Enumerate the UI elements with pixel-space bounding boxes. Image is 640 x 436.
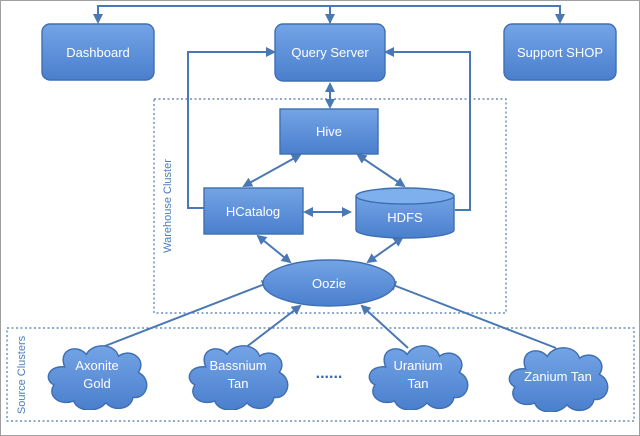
warehouse-cluster-label: Warehouse Cluster bbox=[162, 159, 174, 253]
zanium-tan-cloud: Zanium Tan bbox=[508, 346, 609, 412]
edge-hive-hdfs bbox=[356, 153, 406, 188]
bassnium-label-line2: Tan bbox=[228, 376, 249, 391]
edge-bassnium-oozie bbox=[244, 304, 302, 349]
hive-node: Hive bbox=[279, 108, 379, 155]
edge-hive-hcatalog bbox=[242, 154, 302, 187]
edge-uranium-oozie bbox=[360, 304, 409, 349]
axonite-gold-cloud: Axonite Gold bbox=[47, 344, 148, 410]
oozie-label: Oozie bbox=[312, 276, 346, 291]
source-clusters-label: Source Clusters bbox=[16, 335, 28, 414]
axonite-label-line1: Axonite bbox=[75, 358, 118, 373]
support-shop-label: Support SHOP bbox=[517, 45, 603, 60]
support-shop-node: Support SHOP bbox=[503, 23, 617, 81]
hdfs-node: HDFS bbox=[355, 187, 455, 239]
uranium-tan-cloud: Uranium Tan bbox=[368, 344, 469, 410]
edge-hcatalog-query bbox=[187, 47, 276, 209]
edge-axonite-oozie bbox=[104, 280, 272, 347]
uranium-label-line2: Tan bbox=[408, 376, 429, 391]
more-sources-ellipsis: ...... bbox=[316, 365, 343, 382]
oozie-node: Oozie bbox=[262, 259, 396, 307]
edge-query-dashboard bbox=[93, 5, 331, 24]
hcatalog-label: HCatalog bbox=[226, 204, 280, 219]
edge-zanium-oozie bbox=[386, 281, 557, 349]
edge-hcatalog-oozie bbox=[256, 234, 292, 264]
bassnium-tan-cloud: Bassnium Tan bbox=[188, 344, 289, 410]
axonite-label-line2: Gold bbox=[83, 376, 110, 391]
hdfs-label: HDFS bbox=[387, 210, 423, 225]
dashboard-node: Dashboard bbox=[41, 23, 155, 81]
edge-query-support bbox=[330, 5, 565, 24]
hcatalog-node: HCatalog bbox=[203, 187, 304, 235]
edge-hdfs-query bbox=[384, 47, 471, 211]
zanium-label: Zanium Tan bbox=[524, 369, 592, 384]
query-server-label: Query Server bbox=[291, 45, 369, 60]
edge-hdfs-oozie bbox=[366, 236, 404, 264]
hive-label: Hive bbox=[316, 124, 342, 139]
query-server-node: Query Server bbox=[274, 23, 386, 82]
uranium-label-line1: Uranium bbox=[393, 358, 442, 373]
bassnium-label-line1: Bassnium bbox=[209, 358, 266, 373]
dashboard-label: Dashboard bbox=[66, 45, 130, 60]
